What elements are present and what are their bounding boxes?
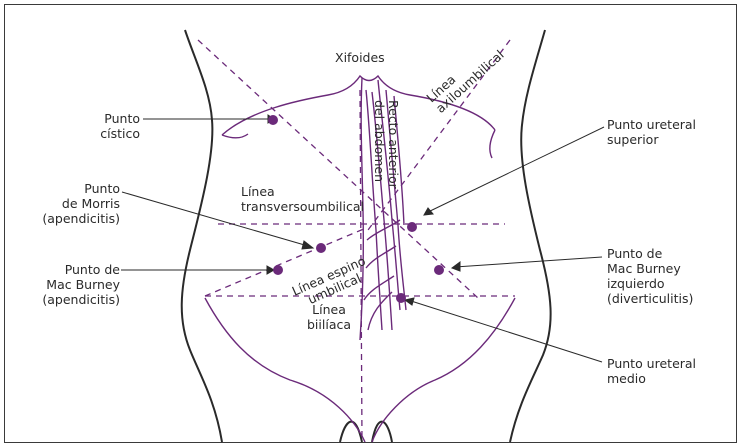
punto-mcburney-izq-label: Punto de Mac Burney izquierdo (diverticu… bbox=[607, 246, 693, 306]
left-body-edge bbox=[182, 30, 222, 442]
right-leg-gap bbox=[372, 422, 392, 442]
punto-cistico-label: Punto cístico bbox=[40, 111, 140, 141]
punto-mcburney-label: Punto de Mac Burney (apendicitis) bbox=[20, 262, 120, 307]
punto-ureteral-superior-dot bbox=[407, 222, 417, 232]
punto-mcburney-dot bbox=[273, 265, 283, 275]
punto-mcburney-izq-dot bbox=[434, 265, 444, 275]
linea-biiliaca-label: Línea biilíaca bbox=[307, 302, 351, 332]
punto-ureteral-medio-label: Punto ureteral medio bbox=[607, 356, 696, 386]
linea-transversoumbilical-label: Línea transversoumbilical bbox=[241, 184, 364, 214]
reference-lines bbox=[198, 40, 515, 442]
diagonal-line-left bbox=[198, 40, 478, 298]
punto-cistico-dot bbox=[268, 115, 278, 125]
punto-ureteral-medio-dot bbox=[396, 293, 406, 303]
punto-morris-label: Punto de Morris (apendicitis) bbox=[20, 181, 120, 226]
punto-morris-dot bbox=[316, 243, 326, 253]
punto-ureteral-superior-label: Punto ureteral superior bbox=[607, 117, 696, 147]
xifoides-label: Xifoides bbox=[335, 50, 385, 65]
recto-anterior-label: Recto anterior del abdomen bbox=[372, 100, 400, 189]
left-leg-gap bbox=[340, 422, 362, 442]
right-body-edge bbox=[510, 30, 551, 442]
right-groin-line bbox=[372, 298, 515, 442]
